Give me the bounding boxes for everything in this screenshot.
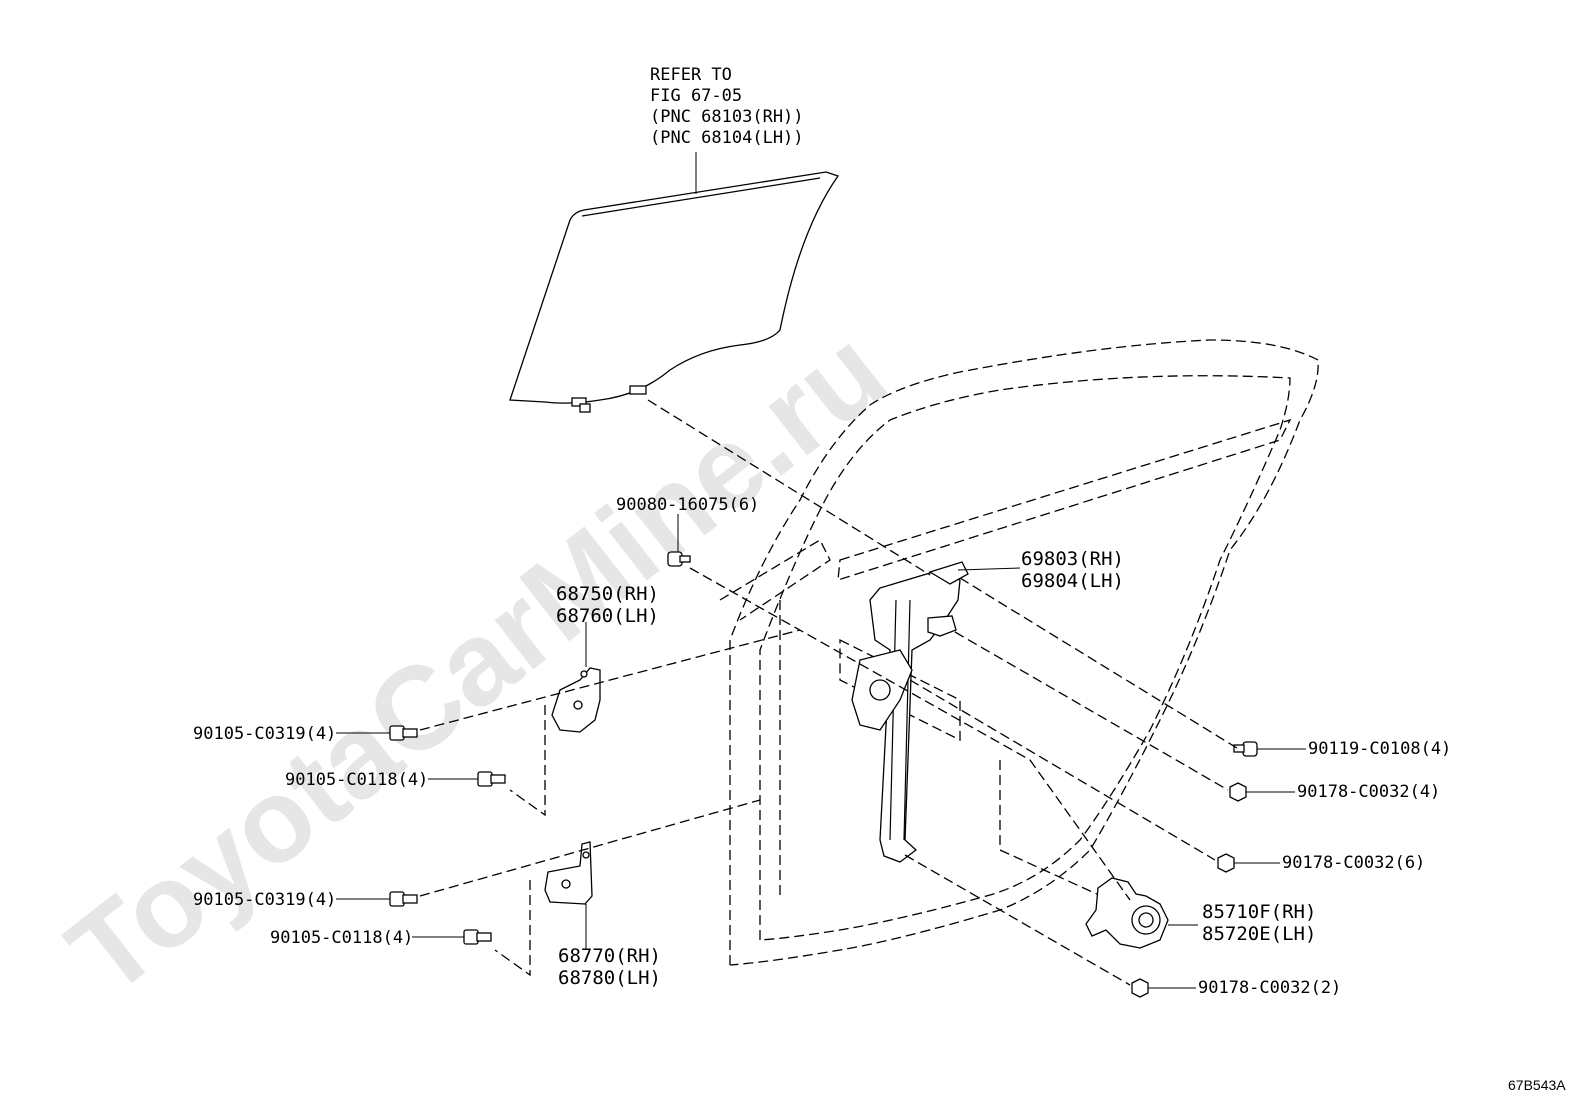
glass-ref-line3: (PNC 68103(RH)) [650, 107, 804, 127]
label-upper-hinge-lh: 68760(LH) [556, 605, 659, 627]
window-motor [1085, 877, 1198, 949]
bolt-icon [477, 771, 506, 787]
bolt-icon [389, 891, 418, 907]
label-leaders [336, 514, 1306, 989]
glass-ref-line2: FIG 67-05 [650, 86, 742, 106]
label-nut-c0032-6: 90178-C0032(6) [1282, 853, 1425, 873]
label-lower-hinge-rh: 68770(RH) [558, 945, 661, 967]
label-bolt-c0319-lower: 90105-C0319(4) [193, 890, 336, 910]
label-bolt-c0118-lower: 90105-C0118(4) [270, 928, 413, 948]
label-regulator-lh: 69804(LH) [1021, 570, 1124, 592]
bolt-icon [667, 551, 691, 567]
door-glass [509, 152, 840, 413]
label-bolt-c0118-upper: 90105-C0118(4) [285, 770, 428, 790]
bolt-icon [1233, 741, 1258, 757]
glass-ref-line4: (PNC 68104(LH)) [650, 128, 804, 148]
upper-hinge [551, 622, 601, 733]
nut-icon [1217, 853, 1235, 873]
label-regulator-rh: 69803(RH) [1021, 548, 1124, 570]
window-regulator [851, 561, 969, 863]
label-nut-c0032-2: 90178-C0032(2) [1198, 978, 1341, 998]
label-bolt-c0319-upper: 90105-C0319(4) [193, 724, 336, 744]
bolt-icon [463, 929, 492, 945]
label-upper-hinge-rh: 68750(RH) [556, 583, 659, 605]
diagram-code: 67B543A [1508, 1077, 1566, 1093]
lower-hinge [544, 841, 593, 950]
label-motor-rh: 85710F(RH) [1202, 901, 1316, 923]
label-bolt-90080-16075: 90080-16075(6) [616, 495, 759, 515]
label-lower-hinge-lh: 68780(LH) [558, 967, 661, 989]
nut-icon [1229, 782, 1247, 802]
connection-lines [419, 399, 1238, 986]
nut-icon [1131, 978, 1149, 998]
label-nut-c0032-4: 90178-C0032(4) [1297, 782, 1440, 802]
glass-ref-line1: REFER TO [650, 65, 732, 85]
label-motor-lh: 85720E(LH) [1202, 923, 1316, 945]
label-bolt-c0108: 90119-C0108(4) [1308, 739, 1451, 759]
glass-reference-note: REFER TO FIG 67-05 (PNC 68103(RH)) (PNC … [650, 65, 804, 148]
